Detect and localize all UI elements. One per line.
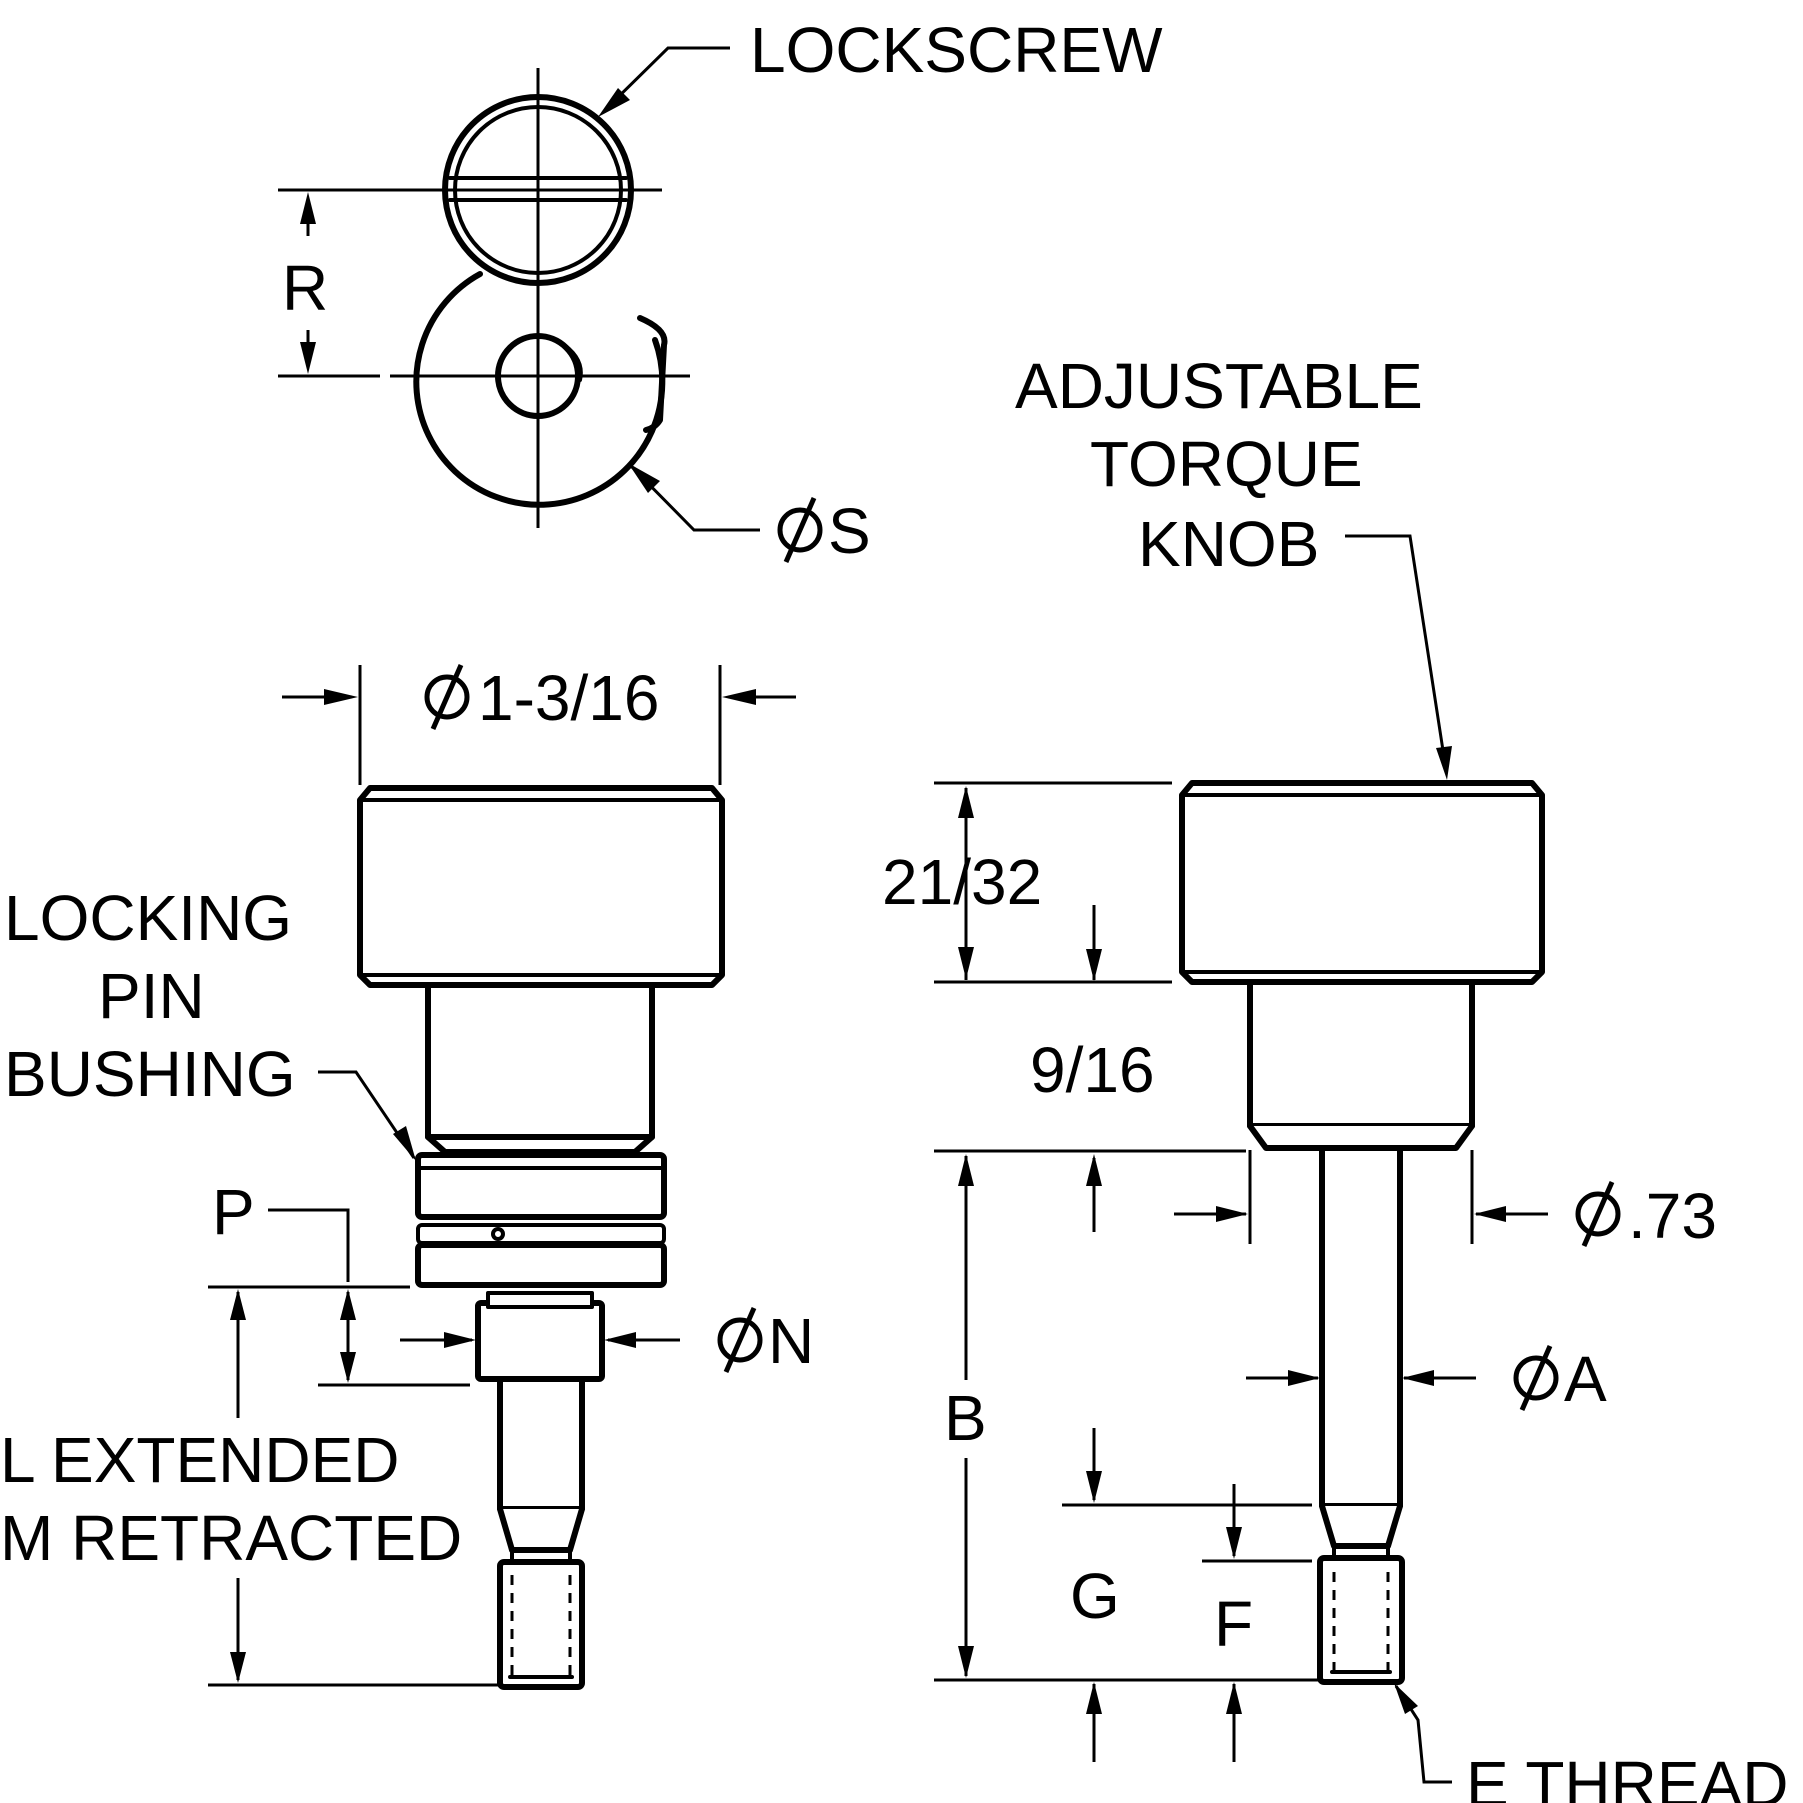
left-view: 1-3/16 LOCKING PIN BUSHING P — [0, 662, 814, 1690]
torque-knob-body — [1179, 780, 1545, 985]
torque-knob-neck — [1247, 979, 1475, 1129]
adjustable-label: ADJUSTABLE — [1015, 350, 1423, 422]
dim-9-16-label: 9/16 — [1030, 1034, 1155, 1106]
threaded-tip — [1317, 1555, 1405, 1685]
diameter-symbol-icon — [780, 498, 820, 562]
knob-label: KNOB — [1138, 508, 1319, 580]
m-retracted-label: M RETRACTED — [0, 1502, 462, 1574]
g-label: G — [1070, 1560, 1120, 1632]
bushing-upper-flange — [415, 1152, 667, 1220]
torque-label: TORQUE — [1090, 428, 1363, 500]
pin-collar — [475, 1300, 605, 1382]
r-label: R — [282, 252, 328, 324]
dia-s-label: S — [828, 495, 871, 567]
l-extended-label: L EXTENDED — [0, 1424, 400, 1496]
locking-label: LOCKING — [4, 882, 292, 954]
f-label: F — [1214, 1588, 1253, 1660]
knob-body — [357, 785, 725, 988]
dim-21-32-label: 21/32 — [882, 846, 1042, 918]
shaft — [1319, 1145, 1403, 1509]
diameter-symbol-icon — [1516, 1346, 1556, 1410]
b-label: B — [944, 1382, 987, 1454]
plunger-tip — [497, 1559, 585, 1690]
plunger-shaft — [497, 1376, 585, 1512]
bushing-label: BUSHING — [4, 1038, 296, 1110]
dia-73-label: .73 — [1628, 1180, 1717, 1252]
knob-neck — [425, 982, 655, 1140]
diameter-symbol-icon — [427, 665, 467, 729]
body-flat — [637, 315, 668, 433]
e-thread-label: E THREAD — [1466, 1748, 1788, 1803]
lockscrew-label: LOCKSCREW — [750, 14, 1163, 86]
dia-n-label: N — [768, 1305, 814, 1377]
p-label: P — [212, 1176, 255, 1248]
pin-label: PIN — [98, 960, 205, 1032]
dia-a-label: A — [1564, 1343, 1607, 1415]
diameter-symbol-icon — [720, 1308, 760, 1372]
diameter-symbol-icon — [1578, 1182, 1618, 1246]
bushing-lower-flange — [415, 1242, 667, 1288]
right-view: ADJUSTABLE TORQUE KNOB 21/32 9/16 .73 — [882, 350, 1788, 1803]
top-view: R LOCKSCREW S — [278, 14, 1163, 567]
dia-1-3-16-label: 1-3/16 — [478, 662, 659, 734]
